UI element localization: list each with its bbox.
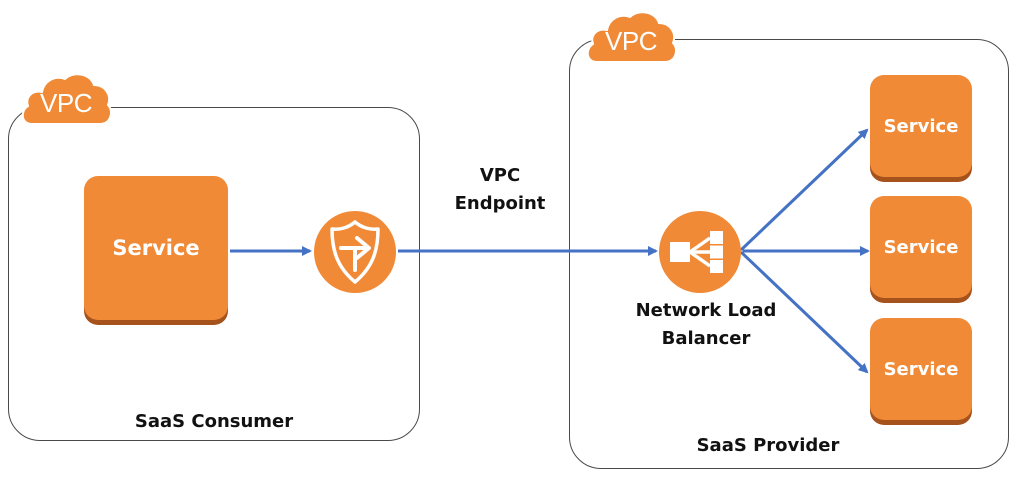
consumer-vpc-label: VPC <box>40 88 92 118</box>
provider-service-label-3: Service <box>883 358 959 380</box>
provider-service-box-3: Service <box>870 318 972 420</box>
arrow-nlb-to-service-1 <box>739 128 869 252</box>
vpc-endpoint-label-line1: VPC <box>479 165 521 186</box>
arrow-nlb-to-service-3 <box>739 250 869 374</box>
provider-service-label-1: Service <box>883 115 959 137</box>
consumer-vpc-cloud-icon <box>21 73 113 125</box>
nlb-label: Network Load Balancer <box>616 297 796 353</box>
provider-caption: SaaS Provider <box>696 435 840 456</box>
provider-service-box-1: Service <box>870 75 972 177</box>
load-balancer-icon <box>659 211 741 293</box>
nlb-label-line1: Network Load <box>635 300 777 321</box>
provider-service-label-2: Service <box>883 236 959 258</box>
consumer-service-box: Service <box>84 176 228 320</box>
vpc-endpoint-shield-icon <box>314 211 396 293</box>
provider-vpc-label: VPC <box>605 26 657 56</box>
nlb-label-line2: Balancer <box>661 328 751 349</box>
vpc-endpoint-label-line2: Endpoint <box>454 193 546 214</box>
consumer-service-label: Service <box>112 236 200 260</box>
provider-service-box-2: Service <box>870 196 972 298</box>
vpc-endpoint-label: VPC Endpoint <box>440 162 560 218</box>
consumer-caption: SaaS Consumer <box>134 411 294 432</box>
provider-vpc-cloud-icon <box>586 11 678 63</box>
